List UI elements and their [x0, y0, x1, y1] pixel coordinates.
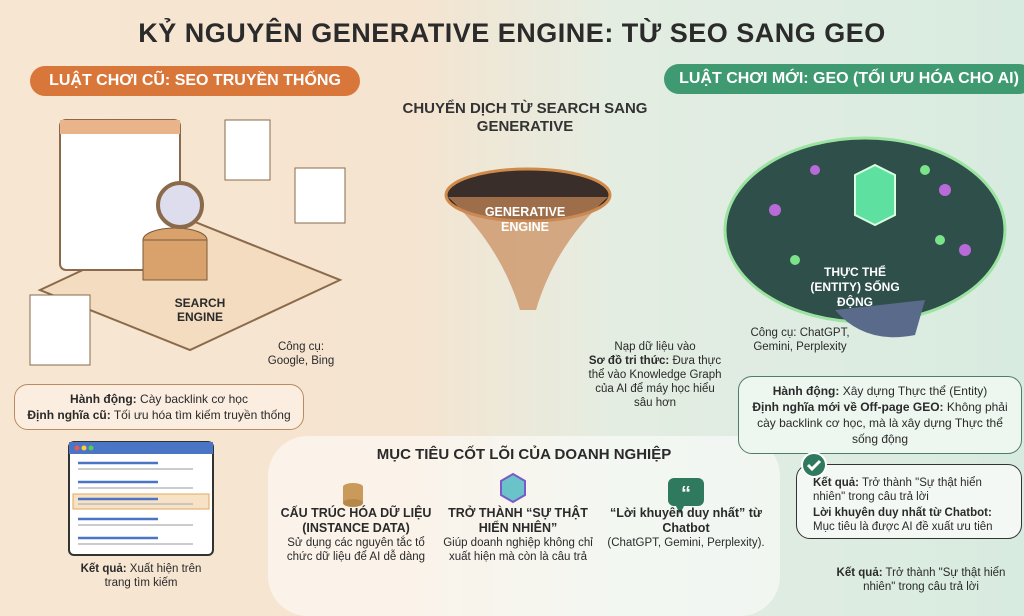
old-def: Tối ưu hóa tìm kiếm truyền thống	[113, 408, 291, 422]
goal-chatbot-advice: “Lời khuyên duy nhất” từ Chatbot (ChatGPT…	[606, 506, 766, 550]
knowledge-label: Sơ đồ tri thức:	[588, 355, 670, 367]
new-result: Kết quả: Trở thành "Sự thật hiển nhiên" …	[826, 566, 1016, 594]
new-action-label: Hành động:	[772, 384, 840, 398]
svg-text:“: “	[681, 483, 691, 505]
new-action: Xây dựng Thực thể (Entity)	[842, 384, 988, 398]
brain-illustration	[723, 136, 1007, 338]
new-box-advice-value: Mục tiêu là được AI đề xuất ưu tiên	[813, 521, 993, 533]
old-tools-label: Công cụ:	[277, 341, 325, 353]
page-title: KỶ NGUYÊN GENERATIVE ENGINE: TỪ SEO SANG…	[138, 18, 886, 48]
new-box-result-label: Kết quả:	[813, 477, 859, 489]
check-icon	[801, 452, 827, 478]
new-tools: Công cụ: ChatGPT, Gemini, Perplexity	[740, 326, 860, 354]
old-action-bubble: Hành động: Cày backlink cơ học Định nghĩ…	[14, 384, 304, 430]
shift-title: CHUYỂN DỊCH TỪ SEARCH SANG GENERATIVE	[402, 100, 648, 135]
new-action-bubble: Hành động: Xây dựng Thực thể (Entity) Đị…	[738, 376, 1022, 454]
knowledge-line1: Nạp dữ liệu vào	[614, 341, 696, 353]
new-rules-banner: LUẬT CHƠI MỚI: GEO (TỐI ƯU HÓA CHO AI)	[664, 64, 1024, 94]
new-def: Không phải cày backlink cơ học, mà là xâ…	[757, 400, 1008, 446]
old-action: Cày backlink cơ học	[140, 392, 248, 406]
new-def-label: Định nghĩa mới về Off-page GEO:	[752, 400, 944, 414]
knowledge-graph-note: Nạp dữ liệu vào Sơ đồ tri thức: Đưa thực…	[585, 340, 725, 410]
goal-title: CẤU TRÚC HÓA DỮ LIỆU (INSTANCE DATA)	[280, 506, 432, 535]
new-tools-label: Công cụ:	[750, 327, 797, 339]
new-box-advice-label: Lời khuyên duy nhất từ Chatbot:	[813, 507, 992, 519]
old-rules-banner: LUẬT CHƠI CŨ: SEO TRUYỀN THỐNG	[30, 66, 360, 96]
generative-engine-funnel	[444, 167, 612, 310]
goal-text: Giúp doanh nghiệp không chỉ xuất hiện mà…	[443, 537, 593, 563]
new-result-value: Trở thành "Sự thật hiển nhiên" trong câu…	[863, 567, 1006, 593]
new-box-result-value: Trở thành "Sự thật hiển nhiên" trong câu…	[813, 477, 982, 503]
goal-obvious-truth: TRỞ THÀNH “SỰ THẬT HIỂN NHIÊN”Giúp doanh…	[438, 506, 598, 564]
old-def-label: Định nghĩa cũ:	[27, 408, 111, 422]
search-results-browser	[68, 441, 214, 556]
core-goals-panel: MỤC TIÊU CỐT LÕI CỦA DOANH NGHIỆP “ CẤU …	[268, 436, 780, 616]
knowledge-value: Đưa thực thể vào Knowledge Graph của AI …	[588, 355, 722, 409]
goal-text: Sử dụng các nguyên tắc tổ chức dữ liệu đ…	[286, 537, 426, 563]
hexagon-network-icon	[500, 472, 526, 504]
goal-title: TRỞ THÀNH “SỰ THẬT HIỂN NHIÊN”	[448, 506, 588, 535]
goal-text: (ChatGPT, Gemini, Perplexity).	[607, 537, 765, 549]
old-tools: Công cụ: Google, Bing	[256, 340, 346, 368]
entity-label: THỰC THỂ (ENTITY) SỐNG ĐỘNG	[810, 265, 900, 309]
new-result-label: Kết quả:	[836, 567, 883, 579]
old-result-value: Xuất hiện trên trang tìm kiếm	[104, 563, 202, 589]
goal-structured-data: CẤU TRÚC HÓA DỮ LIỆU (INSTANCE DATA)Sử d…	[276, 506, 436, 564]
old-result: Kết quả: Xuất hiện trên trang tìm kiếm	[80, 562, 202, 590]
search-engine-illustration	[29, 119, 346, 366]
goal-title: “Lời khuyên duy nhất” từ Chatbot	[610, 506, 762, 535]
new-result-box: Kết quả: Trở thành "Sự thật hiển nhiên" …	[796, 464, 1022, 539]
quote-chat-icon: “	[668, 478, 704, 514]
database-icon	[343, 483, 363, 507]
old-result-label: Kết quả:	[80, 563, 127, 575]
old-action-label: Hành động:	[70, 392, 137, 406]
funnel-label: GENERATIVE ENGINE	[484, 205, 566, 234]
goals-title: MỤC TIÊU CỐT LÕI CỦA DOANH NGHIỆP	[376, 446, 672, 463]
new-tools-value: ChatGPT, Gemini, Perplexity	[753, 327, 850, 353]
search-engine-label: SEARCH ENGINE	[174, 296, 226, 324]
old-tools-value: Google, Bing	[267, 355, 335, 367]
